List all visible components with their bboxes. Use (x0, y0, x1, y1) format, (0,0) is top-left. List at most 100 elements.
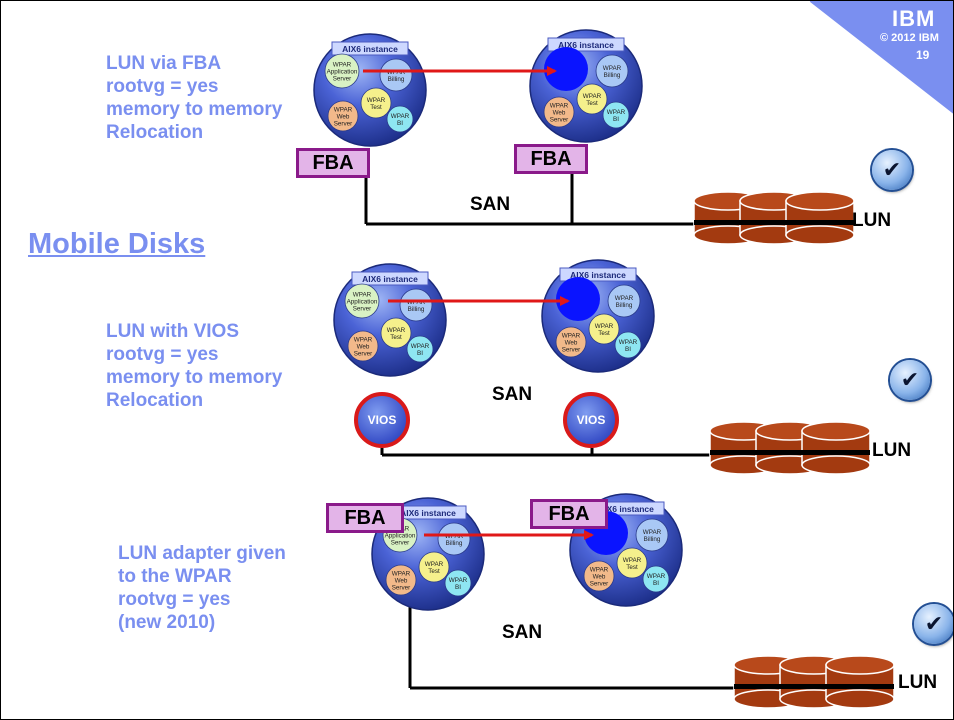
wpar-label: WPAR (607, 109, 626, 116)
wpar-label: Server (334, 121, 353, 128)
disk-bottom (785, 225, 855, 245)
wpar-label: BI (455, 584, 461, 591)
wpar-bubble (635, 518, 669, 552)
wpar-label: Application (347, 299, 378, 306)
disk-band (734, 684, 894, 689)
wpar-label: Test (598, 330, 610, 337)
wpar-label: BI (653, 580, 659, 587)
wpar-label: Web (337, 114, 350, 121)
description-line: rootvg = yes (106, 344, 219, 365)
wpar-bubble (543, 96, 575, 128)
san-label: SAN (470, 194, 511, 215)
wpar-label: WPAR (562, 332, 581, 339)
fba-adapter: FBA (514, 144, 588, 174)
aix6-header-text: AIX6 instance (598, 504, 654, 514)
wpar-label: WPAR (353, 291, 372, 298)
wpar-label: WPAR (449, 577, 468, 584)
wpar-label: WPAR (425, 561, 444, 568)
fba-adapter: FBA (530, 499, 608, 529)
description-line: to the WPAR (118, 566, 232, 587)
wpar-bubble (385, 564, 417, 596)
wpar-bubble (616, 547, 648, 579)
wpar-label: WPAR (387, 327, 406, 334)
wpar-bubble (588, 313, 620, 345)
wpar-bubble (379, 58, 413, 92)
description-line: Relocation (106, 122, 204, 143)
wpar-label: Test (428, 568, 440, 575)
wpar-label: WPAR (550, 102, 569, 109)
disk-top (801, 421, 871, 441)
wpar-label: WPAR (595, 323, 614, 330)
wpar-label: WPAR (647, 573, 666, 580)
wpar-label: Web (395, 578, 408, 585)
wpar-bubble (347, 330, 379, 362)
wpar-label: Web (593, 574, 606, 581)
wpar-bubble (327, 100, 359, 132)
wpar-label: Server (562, 347, 581, 354)
aix6-instance-globe: AIX6 instanceWPARBillingWPARTestWPARWebS… (541, 259, 655, 373)
aix6-header-text: AIX6 instance (558, 40, 614, 50)
wpar-label: WPAR (623, 557, 642, 564)
aix6-header-box (331, 41, 409, 56)
disk-top (825, 655, 895, 675)
wpar-label: Billing (408, 306, 425, 313)
relocated-wpar-slot (544, 47, 588, 91)
section-1-description: LUN via FBA rootvg = yes memory to memor… (106, 52, 282, 144)
wpar-bubble (399, 288, 433, 322)
description-line: Relocation (106, 390, 204, 411)
check-icon (890, 360, 930, 400)
description-line: memory to memory (106, 99, 283, 120)
slide-title: Mobile Disks (28, 228, 206, 260)
wpar-label: Server (590, 581, 609, 588)
wpar-bubble (607, 284, 641, 318)
wpar-label: WPAR (643, 529, 662, 536)
wpar-label: WPAR (354, 336, 373, 343)
vios-adapter: VIOS (354, 392, 410, 448)
aix6-instance-globe: AIX6 instanceWPARApplicationServerWPARBi… (313, 33, 427, 147)
san-label: SAN (492, 384, 533, 405)
wpar-label: Server (391, 540, 410, 547)
lun-label: LUN (872, 440, 912, 461)
wpar-label: WPAR (334, 106, 353, 113)
wpar-label: WPAR (391, 113, 410, 120)
wpar-label: WPAR (392, 570, 411, 577)
wpar-bubble (324, 53, 360, 89)
description-line: rootvg = yes (118, 589, 231, 610)
aix6-header-text: AIX6 instance (342, 44, 398, 54)
section-2-description: LUN with VIOS rootvg = yes memory to mem… (106, 320, 282, 412)
aix6-instance-globe: AIX6 instanceWPARBillingWPARTestWPARWebS… (529, 29, 643, 143)
wpar-label: WPAR (619, 339, 638, 346)
wpar-label: WPAR (590, 566, 609, 573)
wpar-label: BI (625, 346, 631, 353)
wpar-label: Server (550, 117, 569, 124)
wpar-label: WPAR (367, 97, 386, 104)
wpar-bubble (642, 565, 670, 593)
disk-band (694, 220, 854, 225)
wpar-bubble (595, 54, 629, 88)
wpar-bubble (406, 335, 434, 363)
wpar-label: BI (397, 120, 403, 127)
wpar-label: Server (354, 351, 373, 358)
wpar-label: BI (417, 350, 423, 357)
wpar-label: WPAR (333, 61, 352, 68)
wpar-label: Billing (388, 76, 405, 83)
wpar-label: Web (553, 110, 566, 117)
disk-band (710, 450, 870, 455)
wpar-label: WPAR (603, 65, 622, 72)
aix6-header-text: AIX6 instance (570, 270, 626, 280)
aix6-header-box (351, 271, 429, 286)
lun-disk-stack (733, 655, 895, 709)
wpar-bubble (583, 560, 615, 592)
ibm-logo: IBM (892, 6, 936, 31)
section-3-description: LUN adapter given to the WPAR rootvg = y… (118, 542, 286, 634)
aix6-instance-globe: AIX6 instanceWPARApplicationServerWPARBi… (333, 263, 447, 377)
wpar-bubble (614, 331, 642, 359)
lun-disk-stack (709, 421, 871, 475)
disk-bottom (825, 689, 895, 709)
aix6-header-text: AIX6 instance (400, 508, 456, 518)
wpar-label: Billing (446, 540, 463, 547)
wpar-label: Test (390, 334, 402, 341)
wpar-bubble (418, 551, 450, 583)
wpar-label: Server (392, 585, 411, 592)
description-line: memory to memory (106, 367, 283, 388)
